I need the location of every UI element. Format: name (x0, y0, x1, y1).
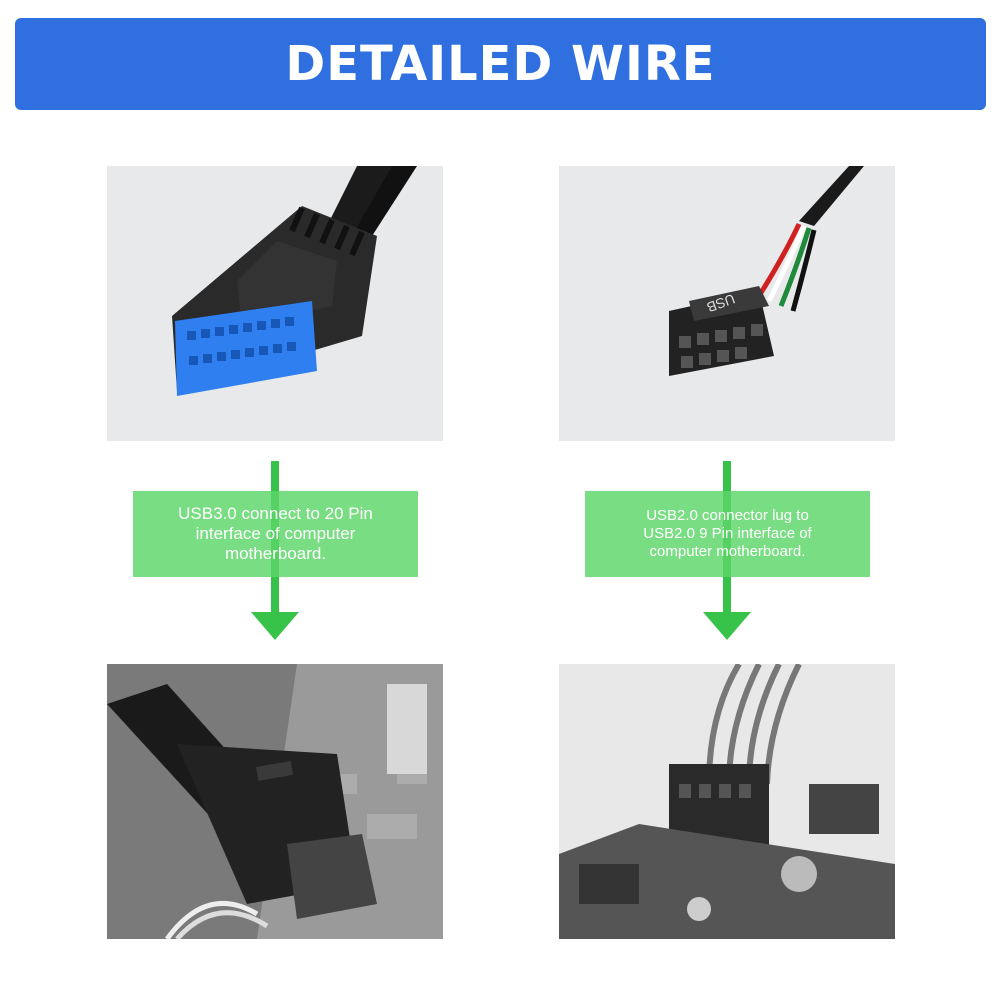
right-arrow-head (703, 612, 751, 640)
left-arrow-head (251, 612, 299, 640)
banner-title: DETAILED WIRE (285, 36, 716, 92)
motherboard-usb2-photo (559, 664, 895, 939)
left-caption-box: USB3.0 connect to 20 Pin interface of co… (133, 491, 418, 577)
title-banner: DETAILED WIRE (15, 18, 986, 110)
right-caption-box: USB2.0 connector lug to USB2.0 9 Pin int… (585, 491, 870, 577)
usb3-20pin-connector-photo (107, 166, 443, 441)
right-caption: USB2.0 connector lug to USB2.0 9 Pin int… (643, 507, 812, 560)
motherboard-usb3-photo (107, 664, 443, 939)
left-caption: USB3.0 connect to 20 Pin interface of co… (178, 504, 373, 563)
usb2-9pin-connector-photo: USB (559, 166, 895, 441)
